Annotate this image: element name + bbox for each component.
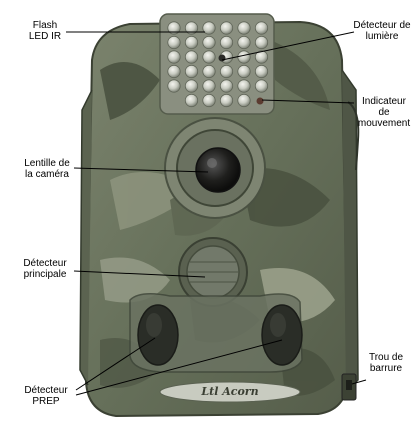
ir-led (203, 51, 215, 63)
ir-led (255, 80, 267, 92)
label-camera-lens: Lentille de la caméra (18, 158, 76, 180)
ir-led (168, 80, 180, 92)
ir-led (255, 22, 267, 34)
label-line: Détecteur (18, 385, 74, 396)
ir-led (168, 36, 180, 48)
label-main-sensor: Détecteur principale (14, 258, 76, 280)
ir-led (168, 51, 180, 63)
label-line: PREP (18, 396, 74, 407)
light-sensor (219, 55, 226, 62)
ir-led (220, 65, 232, 77)
ir-led (255, 36, 267, 48)
ir-led (238, 22, 250, 34)
ir-led (220, 36, 232, 48)
label-line: Détecteur de (348, 20, 416, 31)
ir-led (203, 94, 215, 106)
label-lock-hole: Trou de barrure (360, 352, 412, 374)
ir-led (255, 65, 267, 77)
label-line: Lentille de (18, 158, 76, 169)
ir-led (238, 65, 250, 77)
ir-led (185, 51, 197, 63)
label-line: la caméra (18, 169, 76, 180)
ir-led (185, 94, 197, 106)
label-line: de (352, 107, 416, 118)
label-motion-indicator: Indicateur de mouvement (352, 96, 416, 129)
ir-led (220, 22, 232, 34)
ir-led (203, 80, 215, 92)
ir-led (238, 36, 250, 48)
label-light-sensor: Détecteur de lumière (348, 20, 416, 42)
label-line: barrure (360, 363, 412, 374)
label-line: Indicateur (352, 96, 416, 107)
label-line: principale (14, 269, 76, 280)
ir-led (238, 94, 250, 106)
label-flash-led-ir: Flash LED IR (17, 20, 73, 42)
ir-led (203, 36, 215, 48)
ir-led (220, 80, 232, 92)
label-line: Flash (17, 20, 73, 31)
ir-led (185, 36, 197, 48)
label-line: Trou de (360, 352, 412, 363)
ir-led (238, 80, 250, 92)
ir-led (238, 51, 250, 63)
ir-led (220, 94, 232, 106)
label-line: LED IR (17, 31, 73, 42)
ir-led (185, 80, 197, 92)
ir-led (203, 65, 215, 77)
brand-logo-text: Ltl Acorn (175, 386, 285, 397)
label-line: mouvement (352, 118, 416, 129)
label-line: Détecteur (14, 258, 76, 269)
label-prep-sensor: Détecteur PREP (18, 385, 74, 407)
label-line: lumière (348, 31, 416, 42)
ir-led (185, 65, 197, 77)
motion-indicator-led (257, 98, 264, 105)
camera-lens (196, 148, 240, 192)
ir-led (168, 65, 180, 77)
